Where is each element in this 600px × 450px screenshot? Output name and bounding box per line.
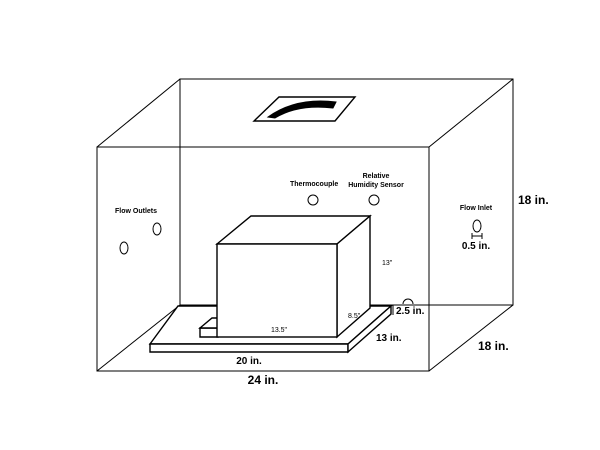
label-flow-outlets: Flow Outlets	[115, 208, 157, 215]
flow-outlet-port-icon	[119, 241, 129, 255]
label-box-height: 13"	[382, 260, 393, 267]
box-front-face	[216, 243, 338, 338]
label-chamber-height: 18 in.	[518, 193, 549, 207]
label-tray-depth: 13 in.	[376, 333, 402, 344]
label-relative-humidity-line1: Relative	[363, 173, 390, 180]
humidity-sensor-port-icon	[368, 194, 380, 206]
inlet-diameter-marker	[471, 233, 483, 239]
label-box-depth: 8.5"	[348, 313, 361, 320]
label-inlet-diameter: 0.5 in.	[462, 241, 491, 252]
label-tray-gap: 2.5 in.	[396, 306, 425, 317]
label-chamber-width: 24 in.	[248, 373, 279, 387]
chamber-edge-bottom-left	[96, 304, 181, 372]
chamber-edge-top-right	[428, 78, 514, 148]
label-chamber-depth: 18 in.	[478, 339, 509, 353]
chamber-edge-top-left	[96, 78, 181, 148]
thermocouple-port-icon	[307, 194, 319, 206]
label-flow-inlet: Flow Inlet	[460, 205, 493, 212]
handle-icon	[252, 96, 357, 122]
box	[215, 214, 372, 339]
chamber-front-face	[96, 146, 430, 372]
label-tray-width: 20 in.	[236, 356, 262, 367]
flow-outlet-port-icon	[152, 222, 162, 236]
label-relative-humidity-line2: Humidity Sensor	[348, 182, 404, 189]
flow-outlet-ports	[119, 222, 162, 255]
chamber-edge-bottom-right	[428, 304, 514, 372]
flow-inlet-port-icon	[472, 219, 482, 233]
label-thermocouple: Thermocouple	[290, 181, 338, 188]
tray-gap-port-icon	[402, 298, 414, 305]
label-box-width: 13.5"	[271, 327, 288, 334]
